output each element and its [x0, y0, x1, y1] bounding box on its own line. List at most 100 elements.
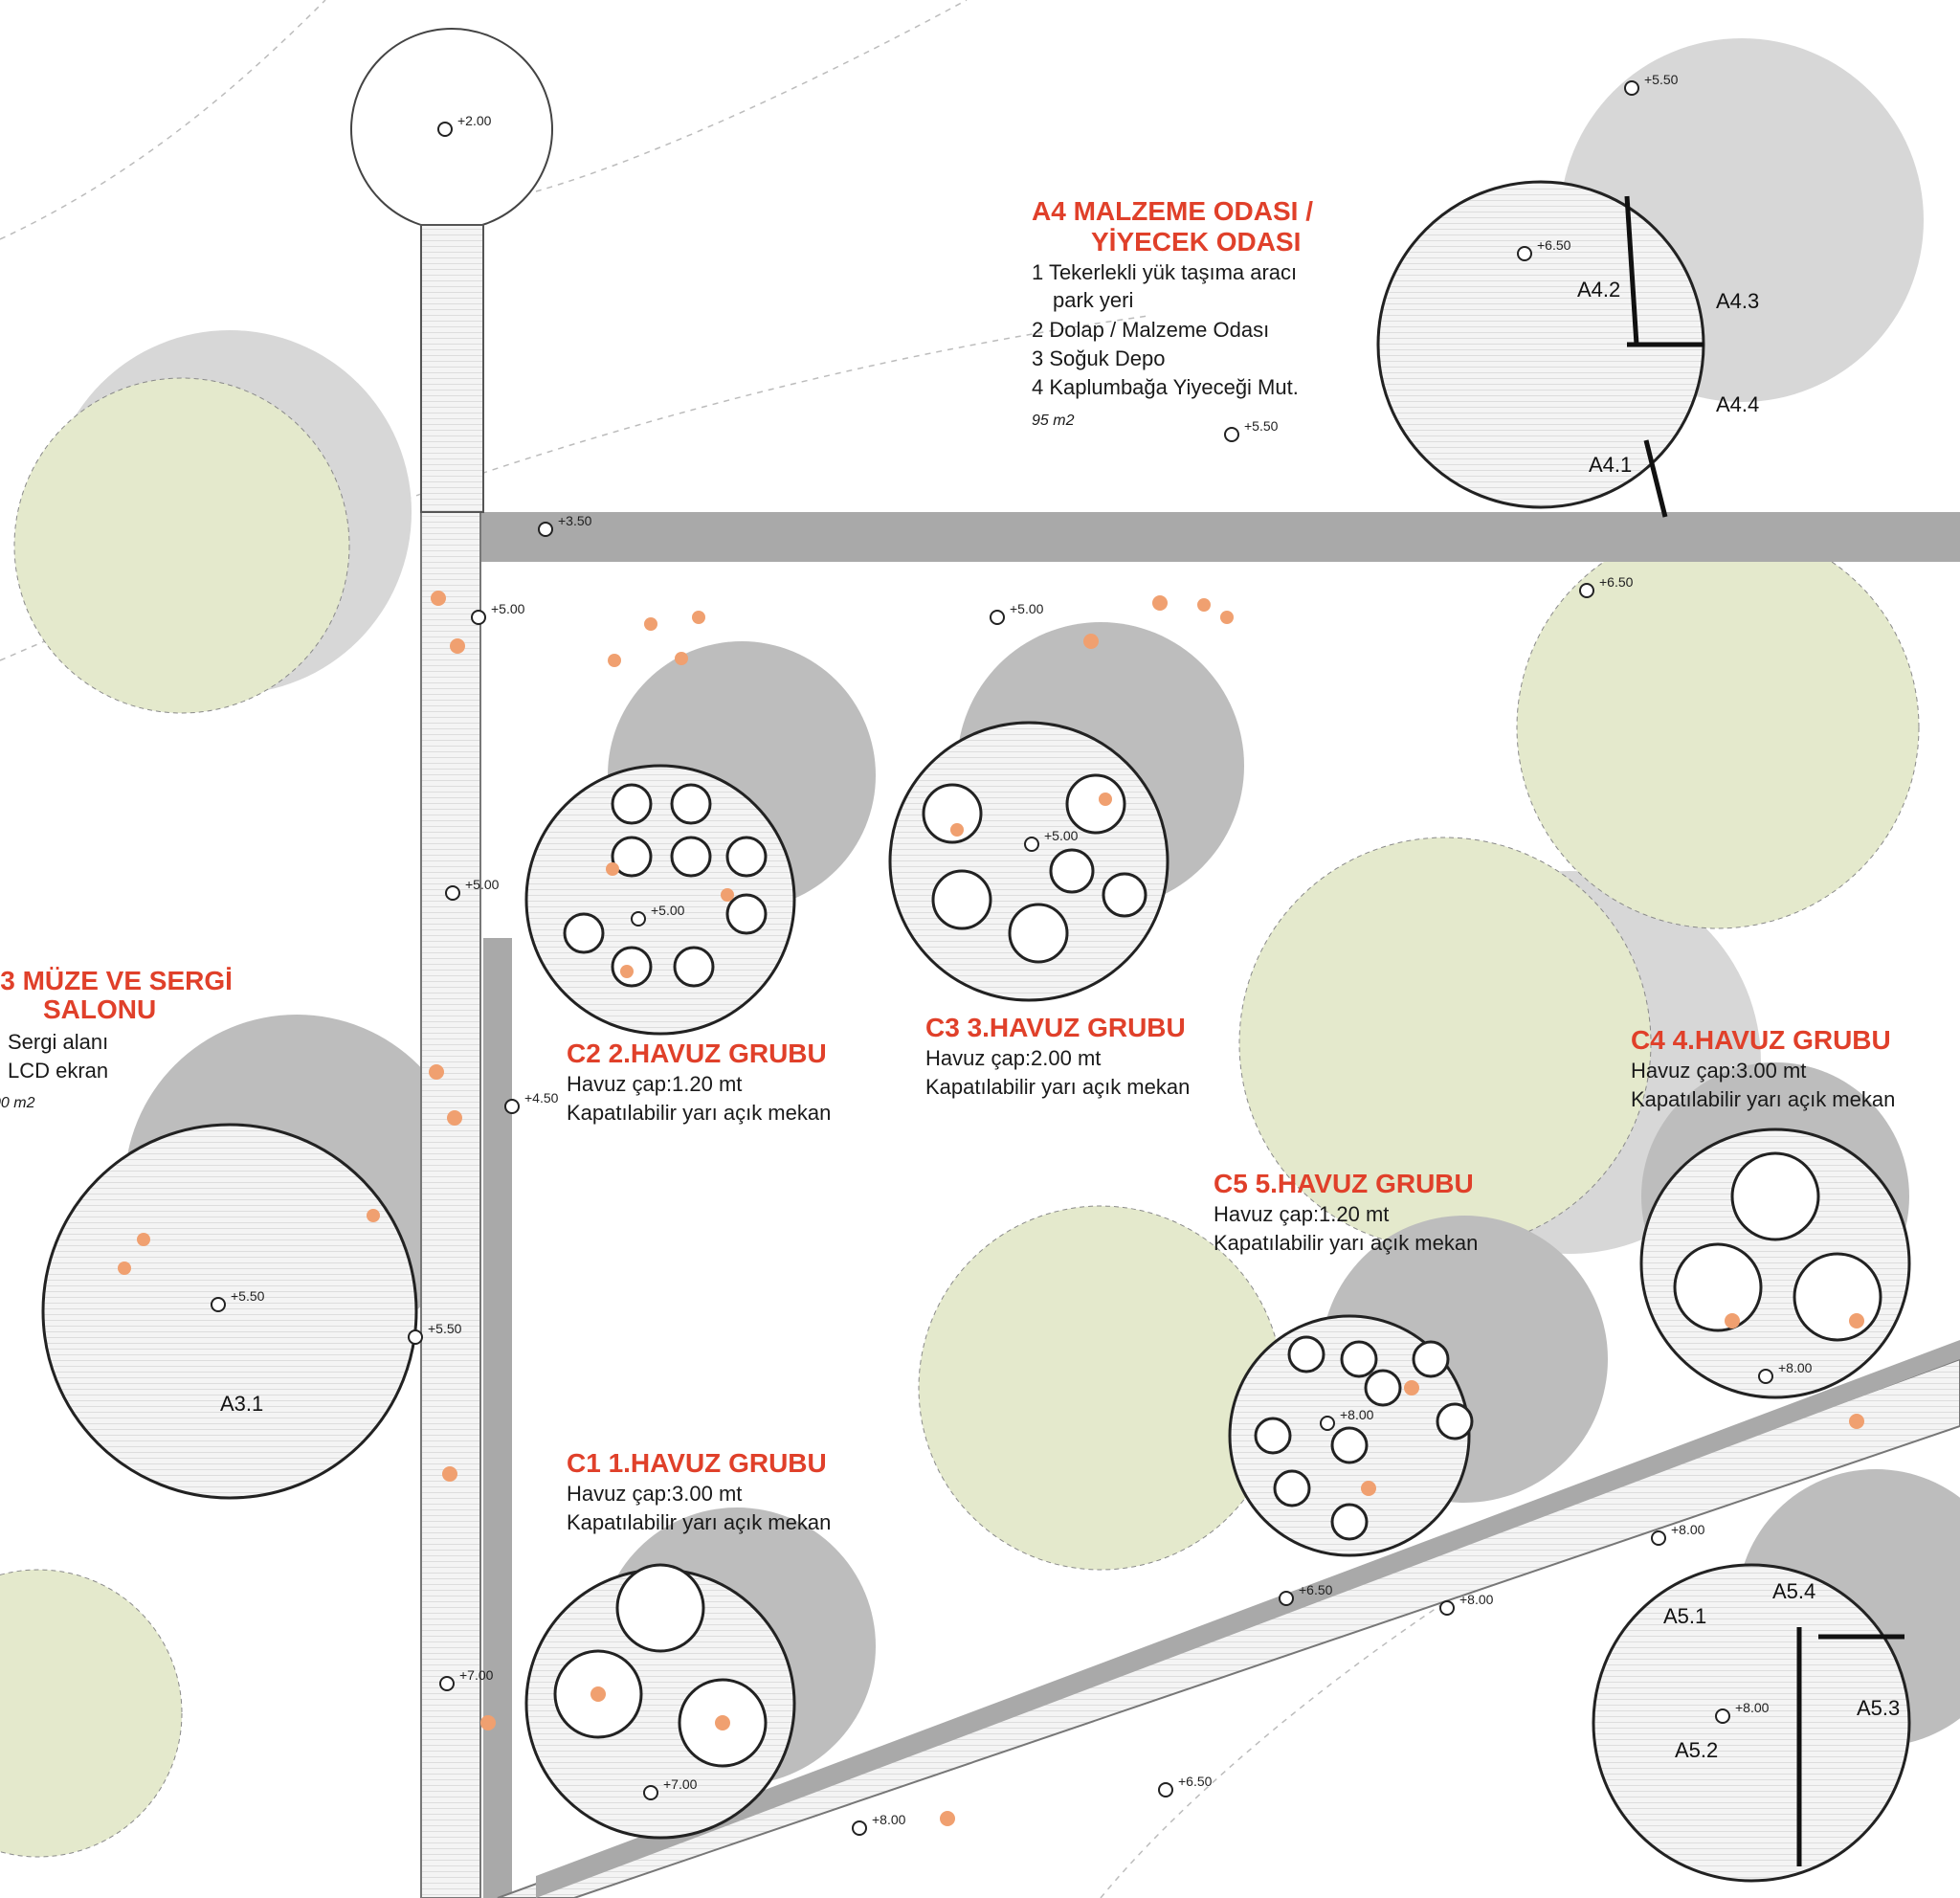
c1-label-block: C1 1.HAVUZ GRUBU Havuz çap:3.00 mt Kapat… — [567, 1448, 831, 1534]
c5-line2: Kapatılabilir yarı açık mekan — [1214, 1231, 1478, 1255]
svg-text:+6.50: +6.50 — [1537, 237, 1571, 253]
a3-label-block: A3 MÜZE VE SERGİ SALONU Sergi alanı LCD … — [0, 966, 263, 1416]
a4-area: 95 m2 — [1032, 413, 1075, 429]
a4-label-block: A4 MALZEME ODASI / YİYECEK ODASI 1 Teker… — [1032, 196, 1759, 477]
level-marker: +5.00 — [1024, 828, 1079, 852]
level-marker: +4.50 — [504, 1090, 559, 1114]
tree-canopies — [0, 377, 1920, 1858]
level-marker: +7.00 — [643, 1776, 698, 1800]
level-marker: +5.00 — [990, 601, 1044, 625]
svg-text:+8.00: +8.00 — [1459, 1592, 1494, 1607]
a3-item-2: LCD ekran — [8, 1059, 108, 1083]
a3-title-line2: SALONU — [43, 994, 156, 1024]
pool-group-c2 — [524, 764, 796, 1036]
a4-item-1: 1 Tekerlekli yük taşıma aracı — [1032, 260, 1297, 284]
svg-text:+5.50: +5.50 — [1644, 72, 1679, 87]
c3-title: C3 3.HAVUZ GRUBU — [925, 1013, 1186, 1042]
room-a4-4: A4.4 — [1716, 392, 1759, 416]
level-marker: +8.00 — [1651, 1522, 1705, 1546]
level-marker: +5.00 — [471, 601, 525, 625]
svg-text:+8.00: +8.00 — [872, 1812, 906, 1827]
room-a3-1: A3.1 — [220, 1392, 263, 1416]
stairs — [420, 224, 484, 513]
level-marker: +5.50 — [408, 1321, 462, 1345]
svg-text:+5.00: +5.00 — [651, 903, 685, 918]
level-marker: +8.00 — [1715, 1700, 1770, 1724]
c3-line2: Kapatılabilir yarı açık mekan — [925, 1075, 1190, 1099]
room-a4-3: A4.3 — [1716, 289, 1759, 313]
svg-text:+6.50: +6.50 — [1178, 1774, 1213, 1789]
a4-item-2: park yeri — [1053, 288, 1133, 312]
c1-title: C1 1.HAVUZ GRUBU — [567, 1448, 827, 1478]
level-marker: +5.50 — [211, 1288, 265, 1312]
c2-line1: Havuz çap:1.20 mt — [567, 1072, 742, 1096]
svg-text:+5.00: +5.00 — [1044, 828, 1079, 843]
svg-text:+2.00: +2.00 — [457, 113, 492, 128]
c4-label-block: C4 4.HAVUZ GRUBU Havuz çap:3.00 mt Kapat… — [1631, 1025, 1895, 1111]
level-marker: +8.00 — [1758, 1360, 1813, 1384]
c5-line1: Havuz çap:1.20 mt — [1214, 1202, 1389, 1226]
c4-line1: Havuz çap:3.00 mt — [1631, 1059, 1806, 1083]
c4-line2: Kapatılabilir yarı açık mekan — [1631, 1087, 1895, 1111]
svg-text:+6.50: +6.50 — [1299, 1582, 1333, 1597]
walkway-top — [426, 512, 1960, 562]
c3-line1: Havuz çap:2.00 mt — [925, 1046, 1101, 1070]
level-marker: +6.50 — [1517, 237, 1571, 261]
c1-line2: Kapatılabilir yarı açık mekan — [567, 1510, 831, 1534]
svg-text:+5.00: +5.00 — [465, 877, 500, 892]
level-marker: +3.50 — [538, 513, 592, 537]
building-a5 — [1592, 1563, 1911, 1883]
room-a5-2: A5.2 — [1675, 1738, 1718, 1762]
svg-text:+3.50: +3.50 — [558, 513, 592, 528]
level-marker: +5.50 — [1224, 418, 1279, 442]
a5-label-block: A5.1 A5.2 A5.3 A5.4 — [1663, 1579, 1900, 1762]
buildings — [41, 180, 1911, 1883]
building-a3 — [41, 1123, 418, 1500]
svg-text:+5.50: +5.50 — [1244, 418, 1279, 434]
svg-text:+5.00: +5.00 — [1010, 601, 1044, 616]
svg-text:+6.50: +6.50 — [1599, 574, 1634, 590]
c2-label-block: C2 2.HAVUZ GRUBU Havuz çap:1.20 mt Kapat… — [567, 1038, 831, 1125]
c5-label-block: C5 5.HAVUZ GRUBU Havuz çap:1.20 mt Kapat… — [1214, 1169, 1478, 1255]
level-markers: +2.00 +5.50 +6.50 +5.50 +3.50 +5.00 +5.0… — [211, 72, 1813, 1836]
svg-text:+8.00: +8.00 — [1778, 1360, 1813, 1375]
room-a4-2: A4.2 — [1577, 278, 1620, 301]
a4-item-5: 4 Kaplumbağa Yiyeceği Mut. — [1032, 375, 1299, 399]
svg-text:+7.00: +7.00 — [459, 1667, 494, 1683]
a4-title-line2: YİYECEK ODASI — [1091, 227, 1301, 257]
a3-area: 00 m2 — [0, 1095, 35, 1111]
level-marker: +5.00 — [631, 903, 685, 927]
svg-text:+5.50: +5.50 — [231, 1288, 265, 1304]
c5-title: C5 5.HAVUZ GRUBU — [1214, 1169, 1474, 1198]
level-marker: +6.50 — [1279, 1582, 1333, 1606]
a3-item-1: Sergi alanı — [8, 1030, 108, 1054]
walkway-inner-vertical — [483, 938, 512, 1898]
level-marker: +7.00 — [439, 1667, 494, 1691]
level-marker: +5.00 — [445, 877, 500, 901]
a4-item-4: 3 Soğuk Depo — [1032, 346, 1165, 370]
svg-text:+8.00: +8.00 — [1340, 1407, 1374, 1422]
c2-title: C2 2.HAVUZ GRUBU — [567, 1038, 827, 1068]
svg-text:+8.00: +8.00 — [1671, 1522, 1705, 1537]
walkways — [420, 511, 1960, 1898]
walkway-diagonal-shadow — [536, 1340, 1960, 1898]
level-marker: +8.00 — [1439, 1592, 1494, 1616]
room-a5-1: A5.1 — [1663, 1604, 1706, 1628]
level-marker: +5.50 — [1624, 72, 1679, 96]
c3-label-block: C3 3.HAVUZ GRUBU Havuz çap:2.00 mt Kapat… — [925, 1013, 1190, 1099]
partition-walls — [1624, 195, 1904, 1866]
level-marker: +2.00 — [437, 113, 492, 137]
room-a5-3: A5.3 — [1857, 1696, 1900, 1720]
svg-text:+8.00: +8.00 — [1735, 1700, 1770, 1715]
pools — [553, 773, 1882, 1768]
svg-text:+5.50: +5.50 — [428, 1321, 462, 1336]
svg-text:+4.50: +4.50 — [524, 1090, 559, 1105]
room-a4-1: A4.1 — [1589, 453, 1632, 477]
figures — [118, 591, 1864, 1826]
a3-title-line1: A3 MÜZE VE SERGİ — [0, 966, 233, 995]
c1-line1: Havuz çap:3.00 mt — [567, 1482, 742, 1506]
level-marker: +8.00 — [1320, 1407, 1374, 1431]
a4-item-3: 2 Dolap / Malzeme Odası — [1032, 318, 1269, 342]
svg-text:+7.00: +7.00 — [663, 1776, 698, 1792]
